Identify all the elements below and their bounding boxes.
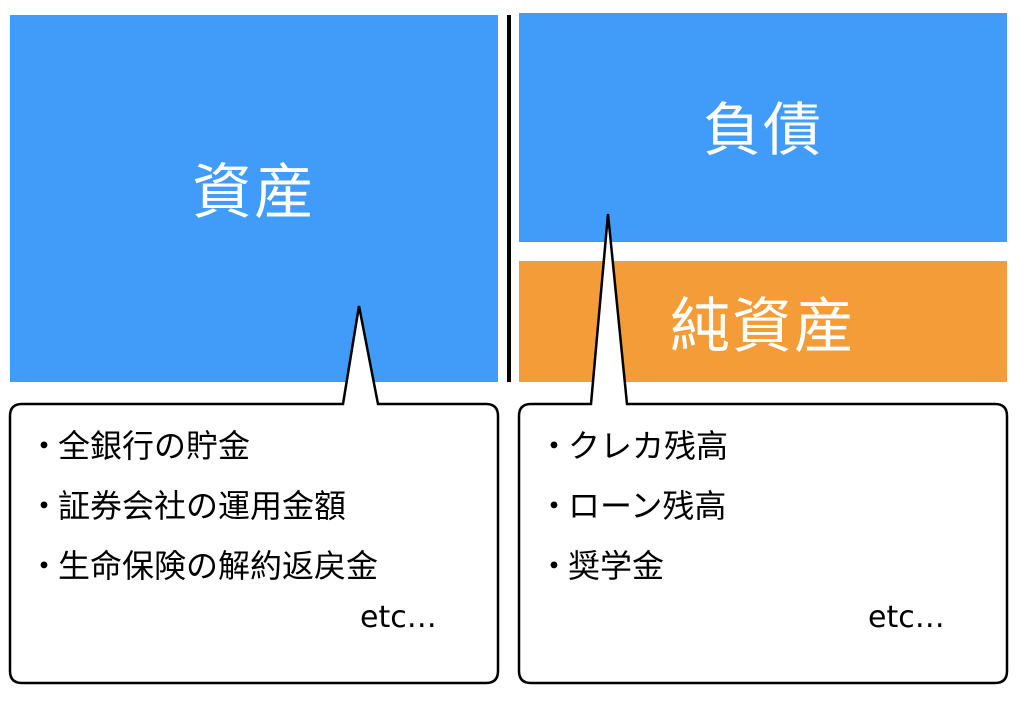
assets-callout-list: ・全銀行の貯金 ・証券会社の運用金額 ・生命保険の解約返戻金 — [28, 416, 378, 596]
bullet-icon: ・ — [538, 427, 571, 465]
liabilities-block: 負債 — [519, 13, 1007, 242]
liabilities-callout-bubble — [517, 213, 1009, 685]
assets-etc-text: etc… — [360, 600, 437, 635]
bullet-icon: ・ — [28, 547, 61, 585]
equity-label: 純資産 — [670, 292, 856, 362]
assets-label: 資産 — [192, 158, 316, 228]
liabilities-callout-list: ・クレカ残高 ・ローン残高 ・奨学金 — [538, 416, 728, 596]
list-item: ・生命保険の解約返戻金 — [28, 536, 378, 596]
liabilities-etc-text: etc… — [868, 600, 945, 635]
bullet-icon: ・ — [28, 487, 61, 525]
list-item: ・証券会社の運用金額 — [28, 476, 378, 536]
assets-block: 資産 — [10, 15, 498, 382]
assets-callout-bubble — [8, 305, 500, 685]
list-item: ・クレカ残高 — [538, 416, 728, 476]
bullet-icon: ・ — [538, 547, 571, 585]
list-item: ・奨学金 — [538, 536, 728, 596]
bullet-icon: ・ — [538, 487, 571, 525]
bullet-icon: ・ — [28, 427, 61, 465]
list-item: ・ローン残高 — [538, 476, 728, 536]
liabilities-label: 負債 — [702, 95, 823, 164]
list-item: ・全銀行の貯金 — [28, 416, 378, 476]
divider-line — [507, 15, 511, 382]
